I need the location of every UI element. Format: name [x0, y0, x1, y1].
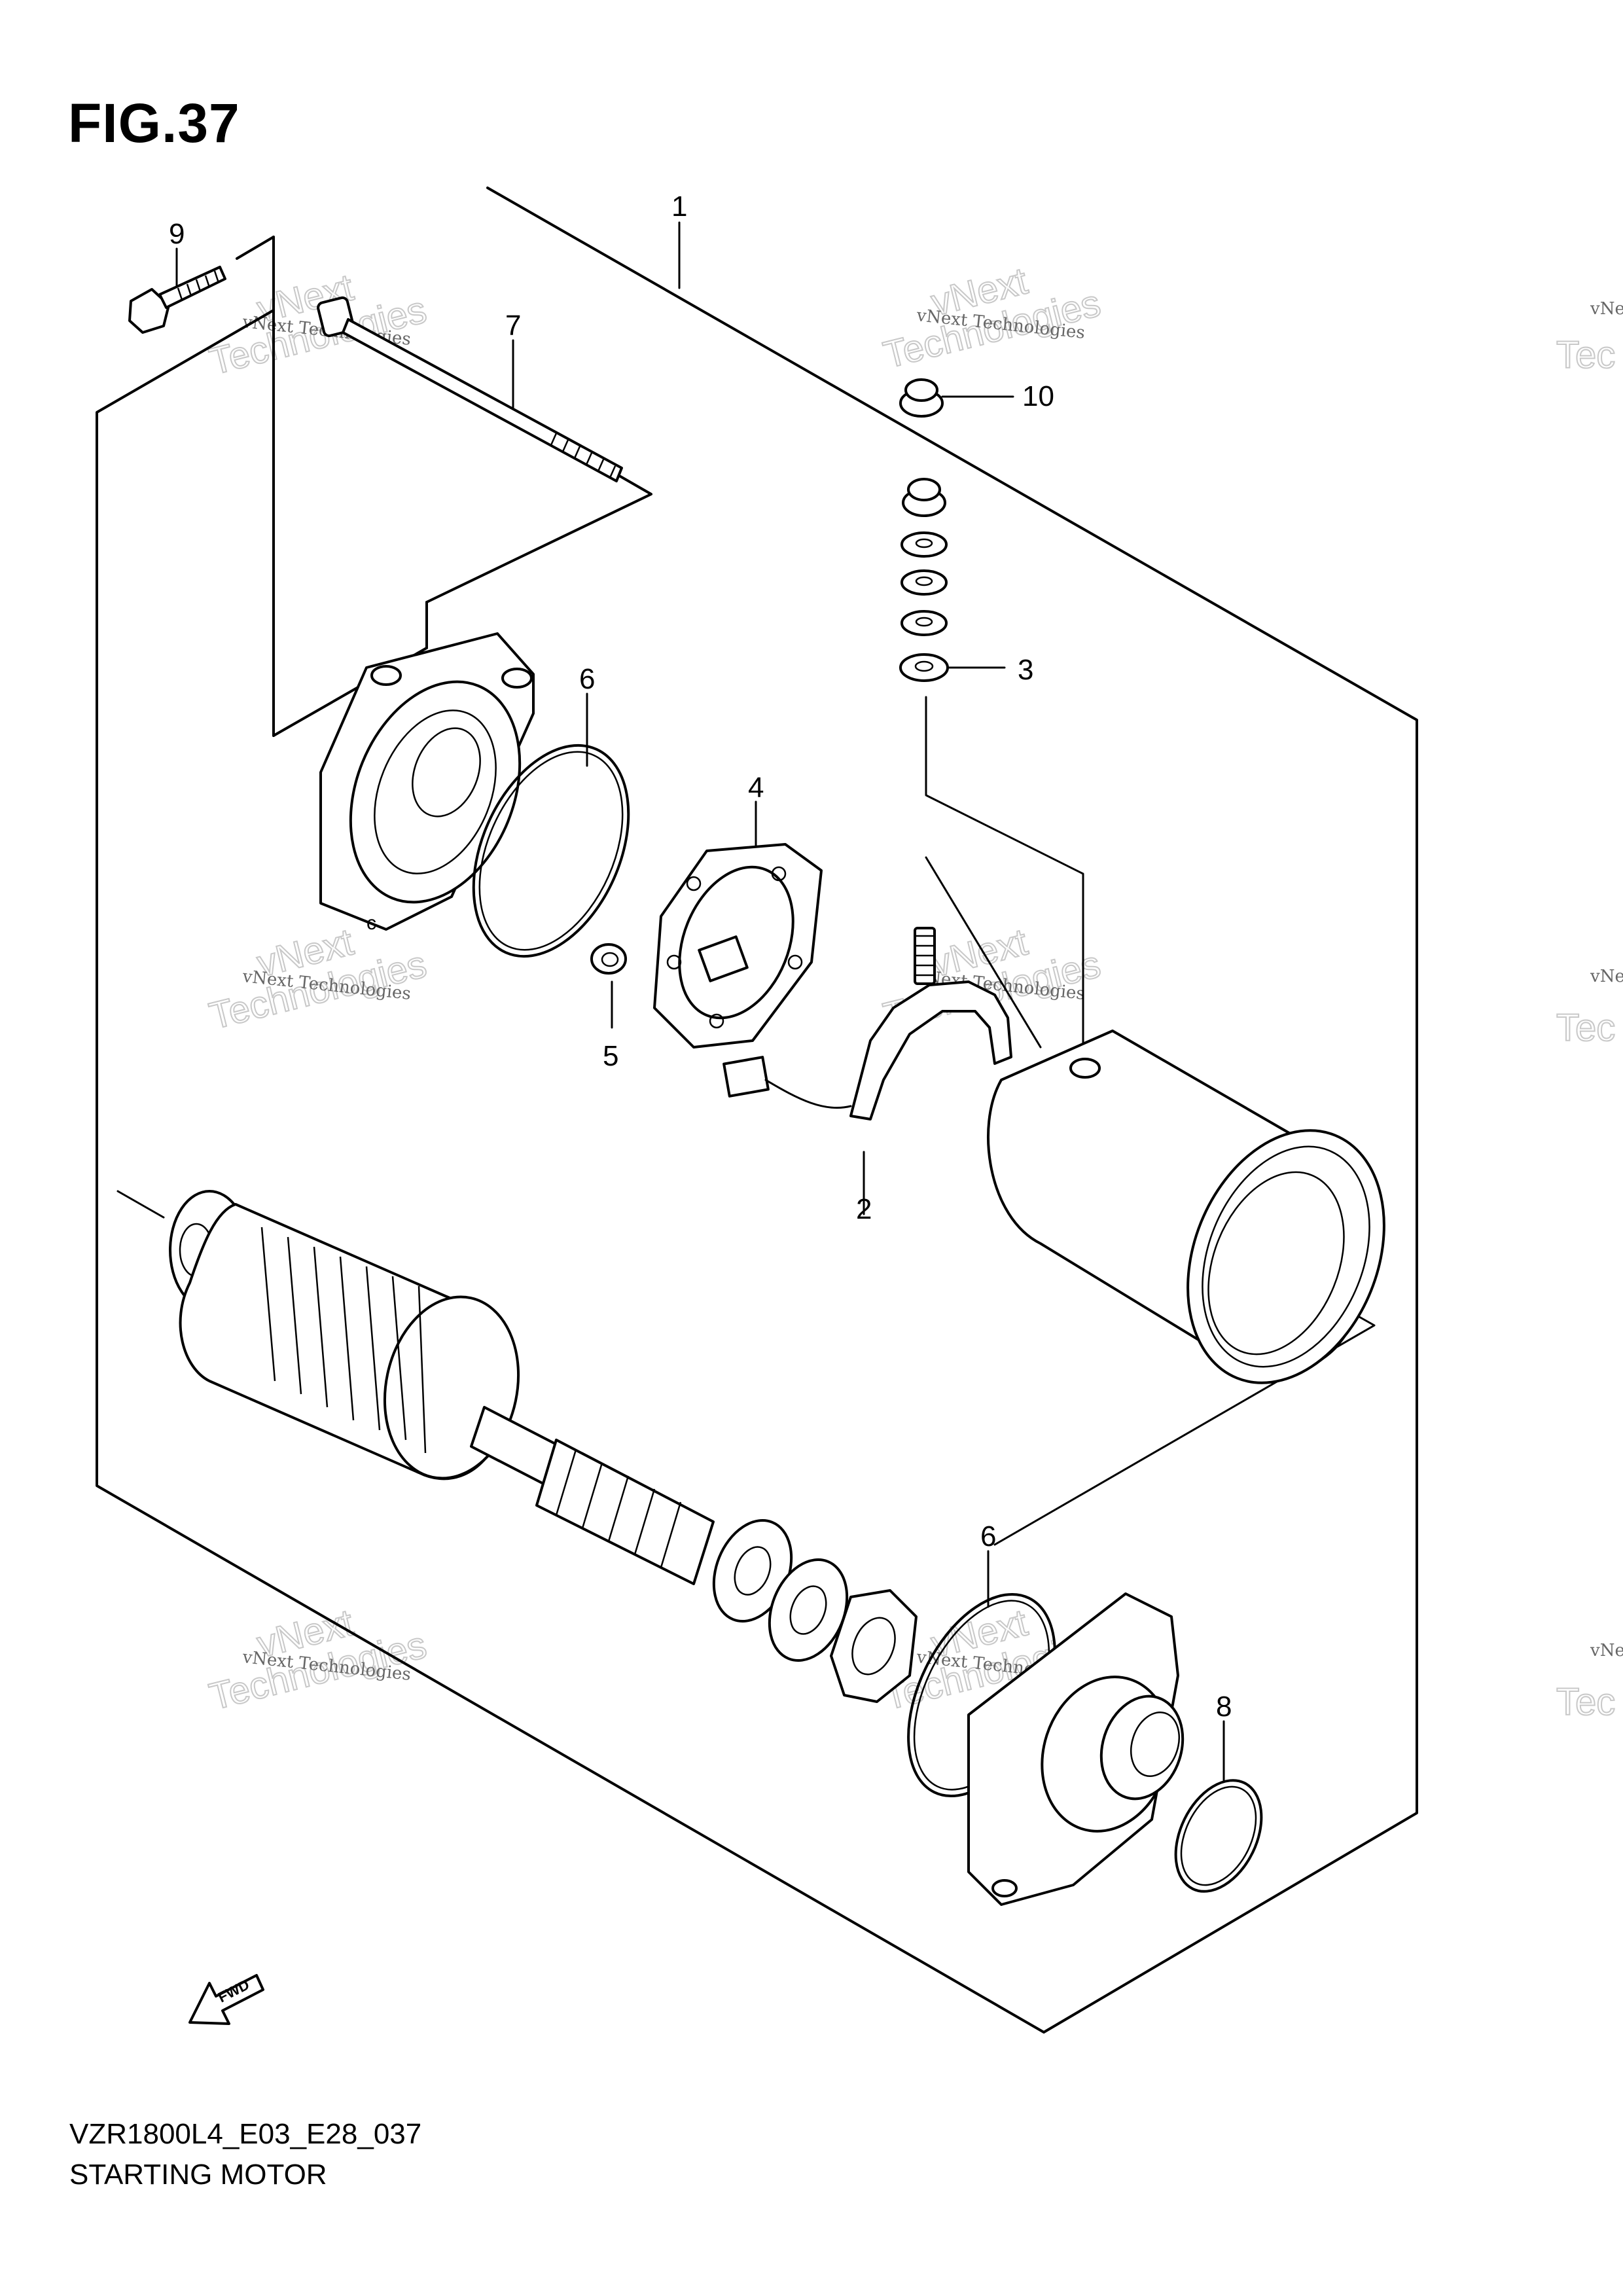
watermark-edge: Tec — [1556, 1681, 1615, 1723]
callout-4: 4 — [748, 772, 764, 804]
callout-3: 3 — [1018, 654, 1033, 686]
front-end-cover — [967, 1592, 1185, 1906]
bearing-part-5 — [590, 943, 627, 975]
callout-5: 5 — [603, 1040, 618, 1072]
watermark: Technologies vNext vNext Technologies — [879, 259, 1105, 377]
assembly-outline — [96, 187, 1418, 2034]
callout-6-upper: 6 — [579, 663, 595, 695]
callout-9: 9 — [169, 218, 185, 250]
diagram-name: STARTING MOTOR — [69, 2159, 327, 2191]
watermark-group: Technologies vNext vNext Technologies Te… — [205, 259, 1623, 1724]
thrust-washers — [712, 1519, 918, 1703]
nut-part-10 — [899, 378, 944, 418]
armature — [169, 1190, 715, 1585]
callout-7: 7 — [505, 310, 521, 342]
watermark-edge: vNe — [1590, 299, 1623, 319]
brush-terminal-part-2 — [722, 927, 1012, 1121]
watermark: Technologies vNext vNext Technologies — [205, 920, 431, 1038]
rear-end-cover: c — [319, 632, 535, 934]
watermark-edge: vNe — [1590, 967, 1623, 986]
fwd-arrow-icon: FWD — [188, 1974, 264, 2025]
callout-8: 8 — [1216, 1691, 1232, 1723]
callout-numbers: 1 2 3 4 5 6 6 7 8 9 10 — [169, 190, 1232, 1723]
watermark-edge: vNe — [1590, 1641, 1623, 1660]
o-ring-part-6-upper — [472, 744, 630, 958]
callout-2: 2 — [856, 1193, 872, 1225]
watermark-edge: Tec — [1556, 1007, 1615, 1049]
figure-title: FIG.37 — [68, 92, 240, 154]
through-bolt-part-7 — [317, 296, 623, 482]
svg-text:c: c — [366, 912, 376, 934]
bolt-part-9 — [128, 266, 226, 334]
diagram-code: VZR1800L4_E03_E28_037 — [69, 2118, 422, 2150]
o-ring-part-8 — [1174, 1779, 1263, 1893]
washers-part-3 — [899, 478, 949, 682]
watermark: Technologies vNext vNext Technologies — [205, 265, 431, 384]
brush-holder-plate-part-4 — [653, 843, 823, 1049]
callout-6-lower: 6 — [980, 1520, 996, 1552]
callout-10: 10 — [1022, 380, 1054, 412]
watermark-edge: Tec — [1556, 334, 1615, 376]
callout-1: 1 — [671, 190, 687, 223]
yoke-housing — [987, 1030, 1385, 1384]
